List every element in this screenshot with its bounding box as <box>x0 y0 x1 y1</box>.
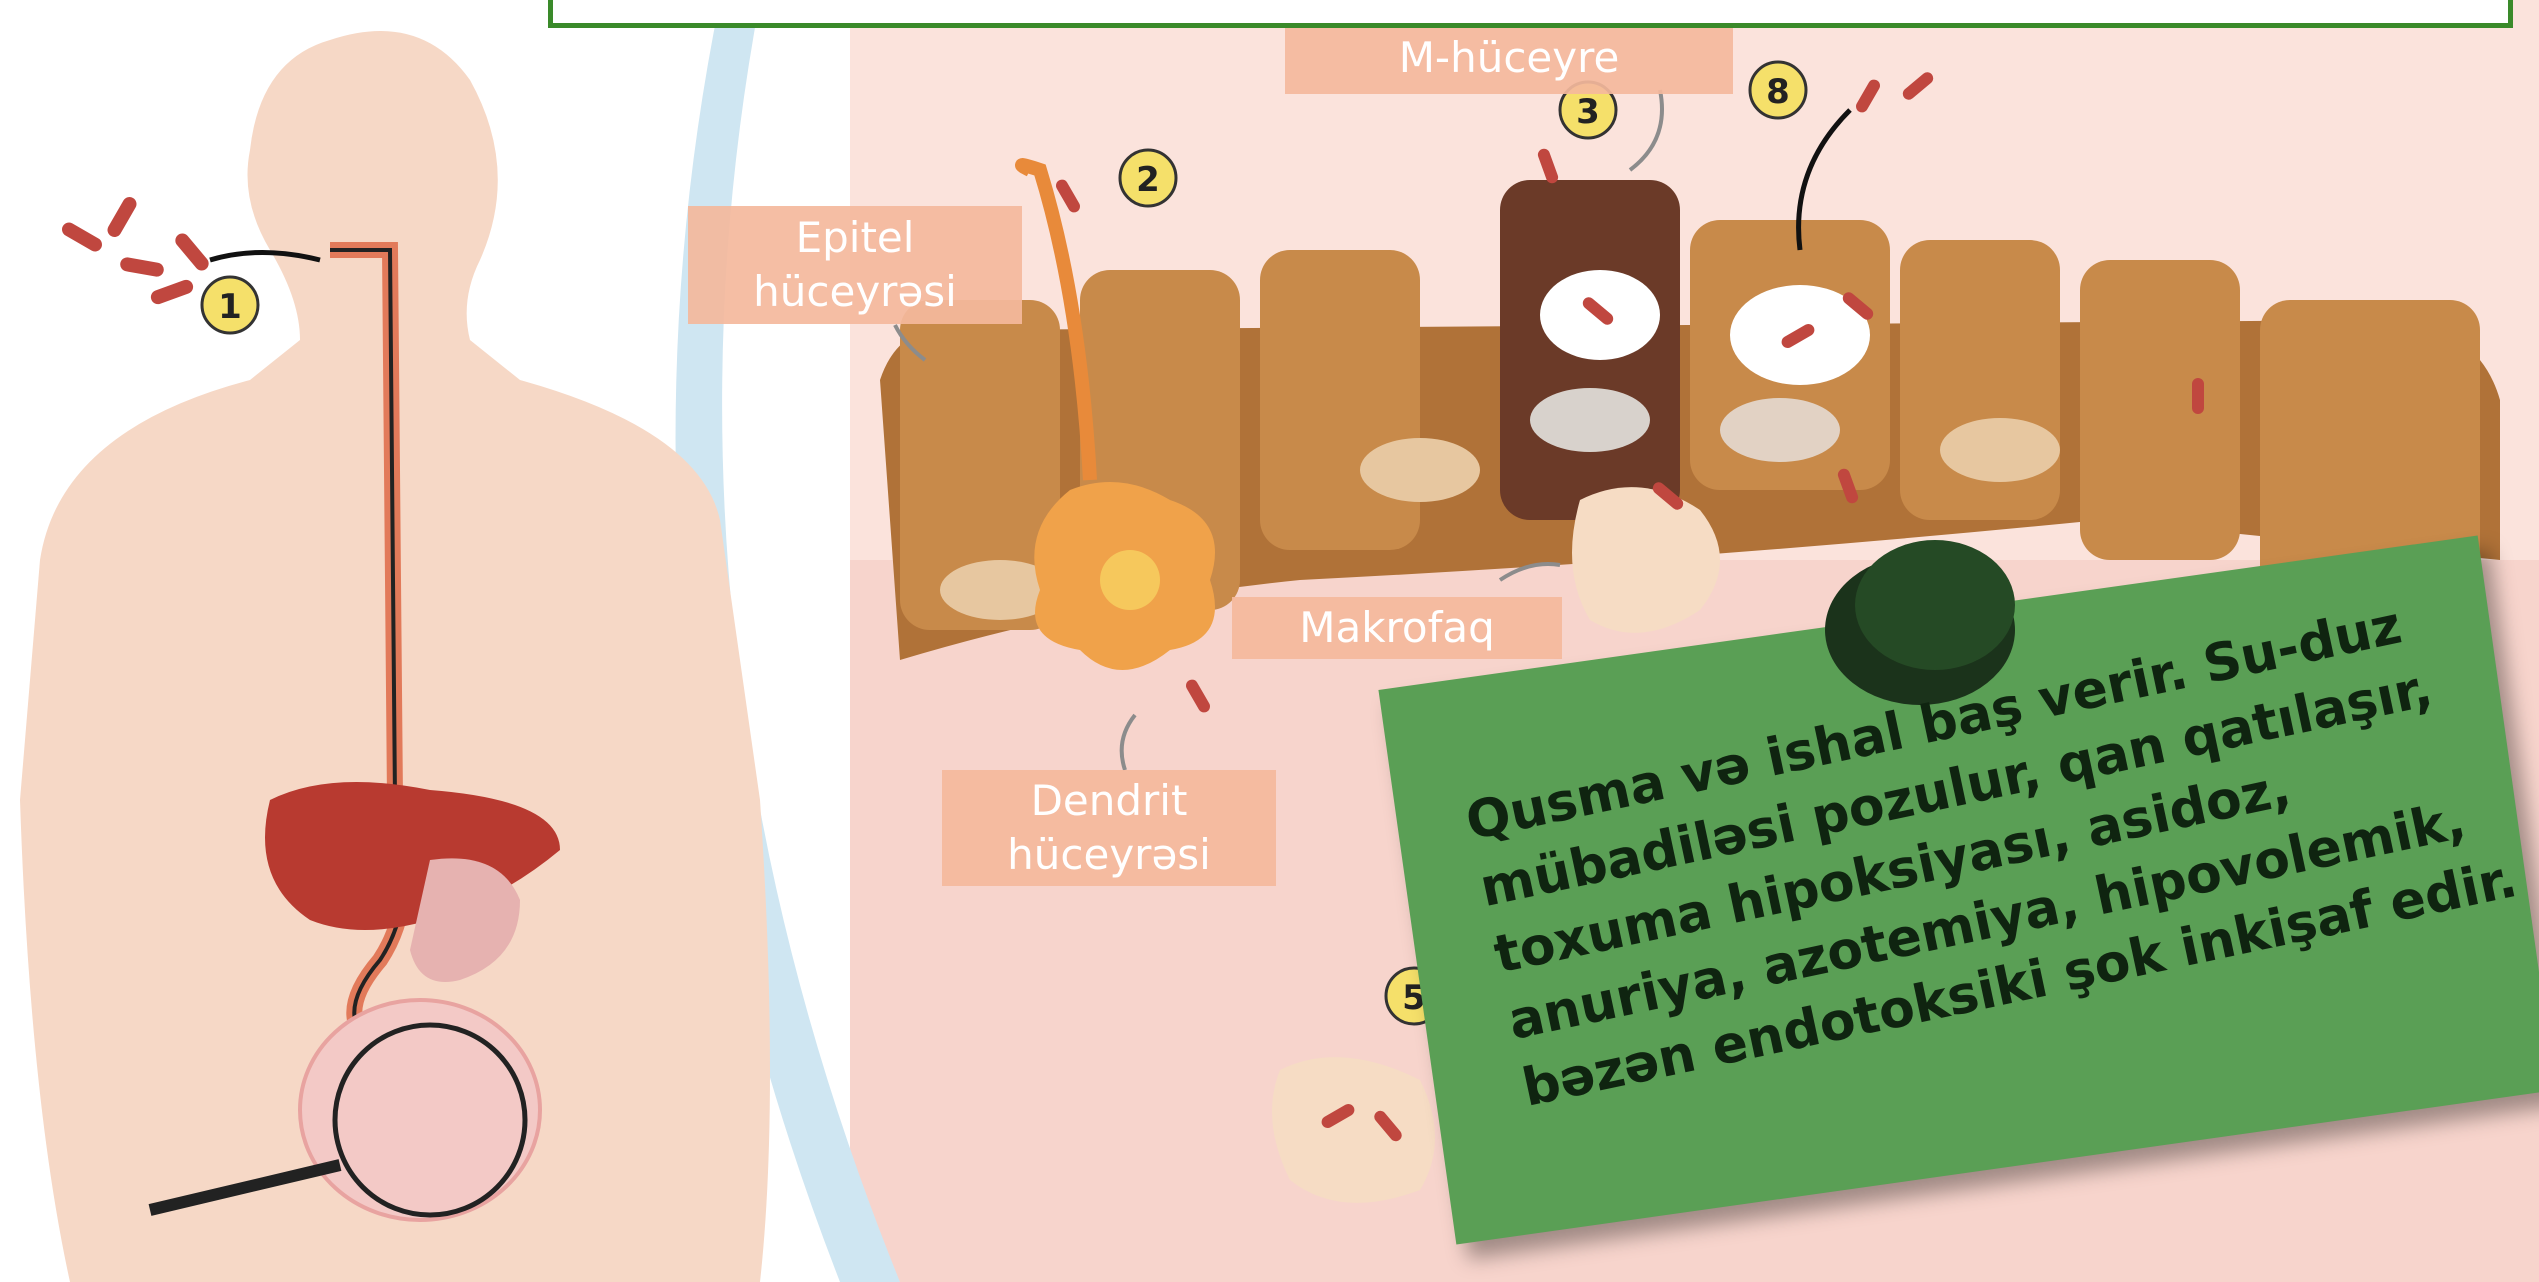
step-3-label: 3 <box>1576 92 1600 132</box>
epithelial-cell-label: Epitel hüceyrəsi <box>688 206 1022 324</box>
step-2-label: 2 <box>1136 160 1160 200</box>
m-cell-label: M-hüceyre <box>1285 28 1733 94</box>
step-8-label: 8 <box>1766 72 1790 112</box>
macrophage-label: Makrofaq <box>1232 597 1562 659</box>
human-body <box>20 31 770 1282</box>
title-frame <box>548 0 2513 28</box>
step-8-badge: 8 <box>1750 62 1806 118</box>
step-2-badge: 2 <box>1120 150 1176 206</box>
step-1-label: 1 <box>218 287 242 327</box>
step-1-badge: 1 <box>202 277 258 333</box>
bacteria-cluster <box>59 194 211 306</box>
dendritic-cell-label: Dendrit hüceyrəsi <box>942 770 1276 886</box>
